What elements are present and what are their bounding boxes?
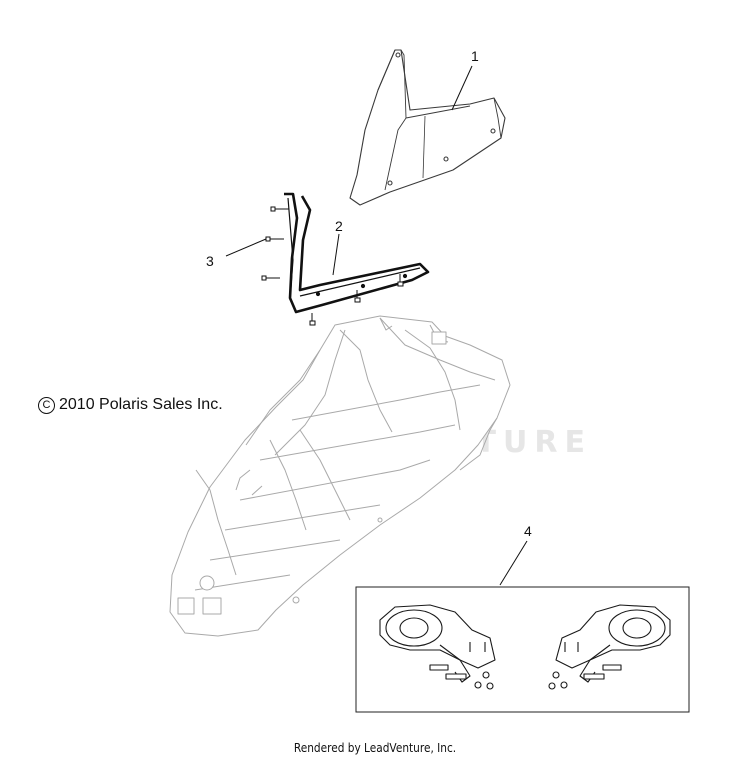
footer-credit: Rendered by LeadVenture, Inc. <box>293 741 457 755</box>
leader-lines <box>225 65 528 586</box>
callout-2: 2 <box>335 218 343 234</box>
right-mirror-part[interactable] <box>548 604 671 690</box>
screw-hardware[interactable] <box>261 206 404 326</box>
left-mirror-part[interactable] <box>379 604 496 690</box>
callout-1: 1 <box>471 48 479 64</box>
copyright-text: 2010 Polaris Sales Inc. <box>59 396 223 413</box>
leader-line-3 <box>225 238 267 257</box>
copyright-symbol: C <box>38 397 55 414</box>
hood-body-part <box>169 315 511 637</box>
leader-line-1 <box>451 65 473 111</box>
callout-4: 4 <box>524 523 532 539</box>
windshield-part[interactable] <box>349 49 506 206</box>
windshield-trim-seal-part[interactable] <box>284 192 430 314</box>
leader-line-4 <box>499 540 528 586</box>
mirror-kit-box[interactable] <box>355 586 690 713</box>
callout-3: 3 <box>206 253 214 269</box>
leader-line-2 <box>332 233 340 276</box>
